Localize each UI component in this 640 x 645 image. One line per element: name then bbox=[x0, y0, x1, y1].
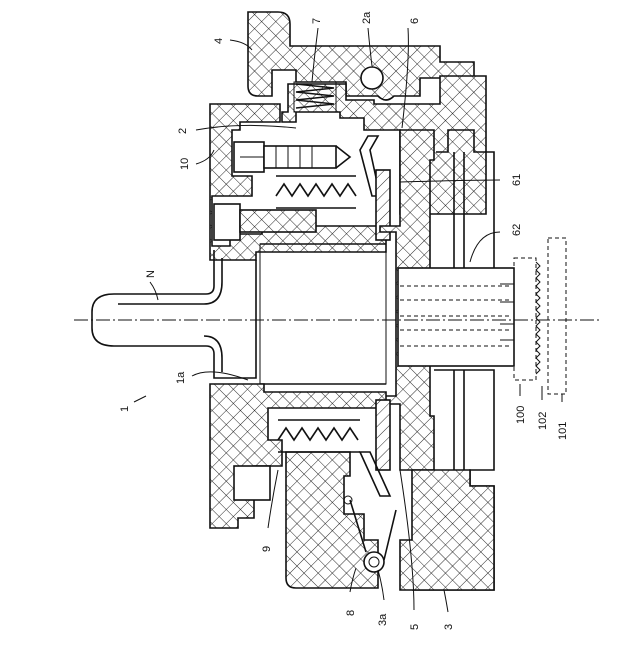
label-3a: 3a bbox=[377, 613, 389, 626]
bellows-lower bbox=[278, 420, 360, 452]
label-9: 9 bbox=[261, 546, 273, 552]
label-6: 6 bbox=[409, 18, 421, 24]
contact-5 bbox=[360, 400, 390, 496]
label-7: 7 bbox=[311, 18, 323, 24]
housing-lower bbox=[210, 384, 386, 588]
label-8: 8 bbox=[345, 610, 357, 616]
label-2a: 2a bbox=[361, 11, 373, 24]
label-62: 62 bbox=[511, 224, 523, 236]
label-n: N bbox=[145, 270, 157, 278]
label-61: 61 bbox=[511, 174, 523, 186]
label-100: 100 bbox=[515, 406, 527, 424]
contact-6 bbox=[360, 136, 390, 240]
label-3: 3 bbox=[443, 624, 455, 630]
label-101: 101 bbox=[557, 422, 569, 440]
label-1a: 1a bbox=[175, 371, 187, 384]
label-4: 4 bbox=[213, 38, 225, 44]
screw bbox=[234, 142, 350, 172]
label-10: 10 bbox=[179, 158, 191, 170]
shaft bbox=[92, 244, 386, 384]
label-102: 102 bbox=[537, 412, 549, 430]
bellows-upper bbox=[276, 176, 356, 208]
label-1: 1 bbox=[119, 406, 131, 412]
label-2: 2 bbox=[177, 128, 189, 134]
label-5: 5 bbox=[409, 624, 421, 630]
